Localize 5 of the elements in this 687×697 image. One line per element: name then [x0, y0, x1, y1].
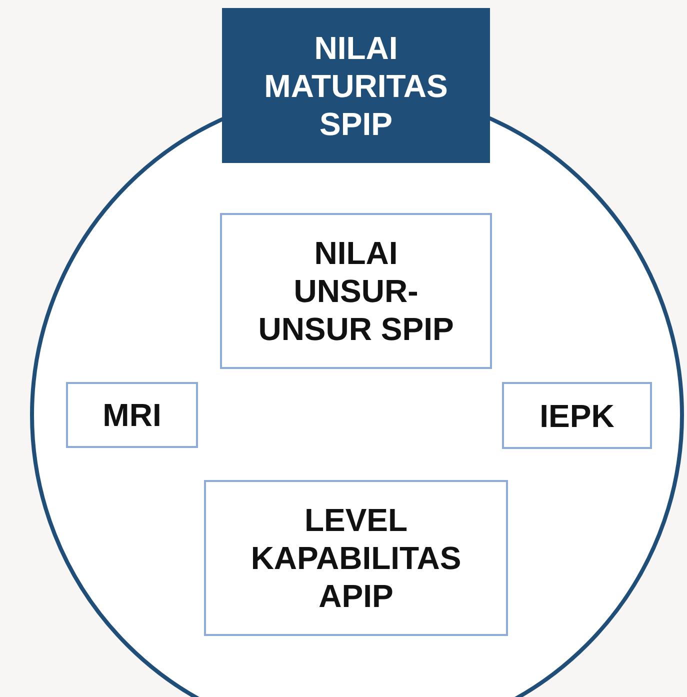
text-box: MRI	[66, 382, 198, 448]
text-box: NILAI UNSUR-UNSUR SPIP	[220, 213, 492, 369]
text-box: LEVEL KAPABILITAS APIP	[204, 480, 508, 636]
text-box: IEPK	[502, 382, 652, 449]
heading-box: NILAI MATURITAS SPIP	[222, 8, 490, 163]
